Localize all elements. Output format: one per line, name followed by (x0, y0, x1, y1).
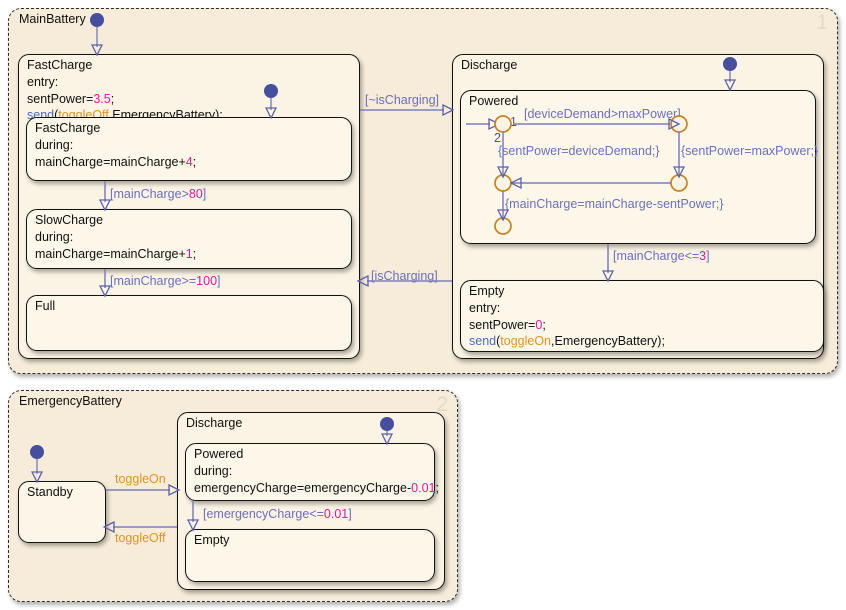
state-powered-emergency-body: during: emergencyCharge=emergencyCharge-… (194, 464, 439, 495)
label-toggle-on: toggleOn (115, 472, 166, 486)
label-junction-condition: [deviceDemand>maxPower] (524, 107, 681, 121)
state-full-title: Full (35, 299, 56, 313)
chart-mainbattery-title: MainBattery (19, 12, 86, 26)
state-standby-title: Standby (27, 485, 73, 499)
label-order-2: 2 (494, 131, 501, 145)
chart-mainbattery-corner-number: 1 (816, 11, 828, 34)
state-powered-emergency[interactable]: Powered during: emergencyCharge=emergenc… (185, 443, 439, 501)
label-action-main-charge: {mainCharge=mainCharge-sentPower;} (505, 197, 724, 211)
state-fastcharge-body: during: mainCharge=mainCharge+4; (35, 138, 197, 169)
chart-emergencybattery-corner-number: 2 (436, 393, 448, 416)
label-fast-to-slow: [mainCharge>80] (110, 187, 207, 201)
state-fastcharge-super-title: FastCharge (27, 58, 93, 72)
state-powered-main[interactable]: Powered (460, 90, 816, 244)
label-action-device-demand: {sentPower=deviceDemand;} (498, 144, 660, 158)
state-discharge-main-title: Discharge (461, 58, 518, 72)
label-powered-to-empty: [mainCharge<=3] (613, 249, 710, 263)
state-full[interactable]: Full (26, 295, 352, 351)
state-slowcharge-title: SlowCharge (35, 213, 104, 227)
state-empty-emergency-title: Empty (194, 533, 230, 547)
label-order-1: 1 (510, 115, 517, 129)
label-toggle-off: toggleOff (115, 531, 166, 545)
state-fastcharge-title: FastCharge (35, 121, 101, 135)
state-standby[interactable]: Standby (18, 481, 106, 543)
state-slowcharge-body: during: mainCharge=mainCharge+1; (35, 230, 197, 261)
state-powered-emergency-title: Powered (194, 447, 244, 461)
state-empty-main-title: Empty (469, 284, 505, 298)
state-empty-emergency[interactable]: Empty (185, 529, 435, 582)
state-powered-main-title: Powered (469, 94, 519, 108)
state-empty-main[interactable]: Empty entry: sentPower=0; send(toggleOn,… (460, 280, 824, 352)
state-discharge-emergency-title: Discharge (186, 416, 243, 430)
label-action-max-power: {sentPower=maxPower;} (681, 144, 819, 158)
label-charge-to-discharge: [~isCharging] (365, 93, 439, 107)
state-slowcharge[interactable]: SlowCharge during: mainCharge=mainCharge… (26, 209, 352, 269)
label-discharge-to-charge: [isCharging] (371, 269, 438, 283)
chart-emergencybattery-title: EmergencyBattery (19, 394, 122, 408)
state-fastcharge[interactable]: FastCharge during: mainCharge=mainCharge… (26, 117, 352, 181)
label-emergency-powered-to-empty: [emergencyCharge<=0.01] (203, 507, 352, 521)
state-empty-main-body: entry: sentPower=0; send(toggleOn,Emerge… (469, 301, 665, 348)
label-slow-to-full: [mainCharge>=100] (110, 274, 221, 288)
